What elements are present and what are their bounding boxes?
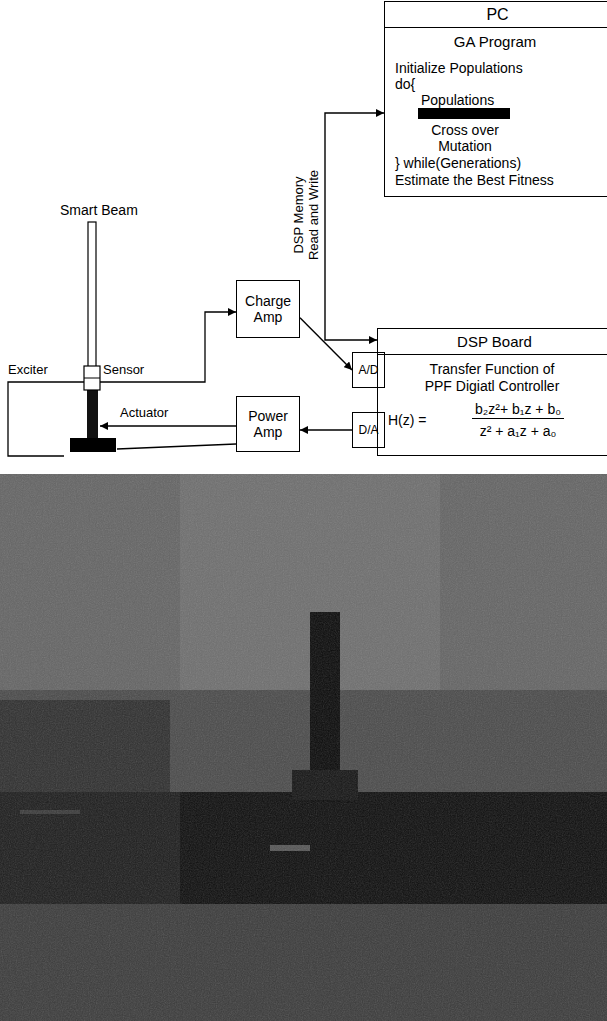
- signal-arrow: [300, 429, 352, 430]
- box-text: H(z) =: [388, 412, 427, 428]
- signal-arrow: [300, 318, 352, 370]
- converter-box: D/A: [352, 412, 385, 448]
- box-text: Estimate the Best Fitness: [395, 172, 554, 188]
- photo-grain: [0, 474, 607, 1021]
- ground-wire: [117, 444, 236, 449]
- box-label: D/A: [356, 422, 380, 438]
- box-text: Transfer Function of PPF Digiatl Control…: [420, 361, 565, 395]
- signal-arrow: [325, 113, 384, 340]
- edge-label: DSP Memory Read and Write: [291, 165, 321, 265]
- amplifier-box: Charge Amp: [236, 280, 300, 338]
- box-text: z² + a₁z + a₀: [480, 423, 557, 439]
- box-heading: DSP Board: [378, 329, 607, 355]
- pc-box: PC GA ProgramInitialize Populationsdo{ Pop…: [384, 1, 607, 197]
- signal-name: Actuator: [120, 405, 168, 421]
- dsp-board-box: DSP BoardTransfer Function of PPF Digiat…: [377, 328, 607, 456]
- patch-split: [84, 378, 100, 379]
- box-label: A/D: [356, 362, 380, 378]
- box-text: Initialize Populations: [395, 60, 523, 76]
- beam-base: [70, 438, 116, 452]
- population-marker: [418, 108, 510, 119]
- exciter-wire: [8, 382, 84, 456]
- signal-name: Sensor: [103, 362, 144, 378]
- box-text: Populations: [421, 92, 494, 108]
- box-text: Cross over: [431, 122, 499, 138]
- formula-numerator: b₂z²+ b₁z + b₀: [472, 401, 564, 419]
- photo-background: [0, 474, 607, 1021]
- box-label: Power Amp: [237, 408, 299, 440]
- piezo-patch: [84, 366, 100, 390]
- box-label: Charge Amp: [237, 293, 299, 325]
- actuator-wire: [100, 425, 236, 426]
- box-text: Mutation: [438, 138, 492, 154]
- box-text: } while(Generations): [395, 155, 521, 171]
- box-text: do{: [395, 76, 415, 92]
- beam-root: [87, 390, 98, 440]
- sensor-wire: [100, 312, 236, 382]
- converter-box: A/D: [352, 352, 385, 388]
- box-text: GA Program: [454, 34, 537, 50]
- box-heading: PC: [385, 2, 607, 28]
- amplifier-box: Power Amp: [236, 396, 300, 452]
- part-name: Smart Beam: [60, 202, 138, 218]
- signal-name: Exciter: [8, 362, 48, 378]
